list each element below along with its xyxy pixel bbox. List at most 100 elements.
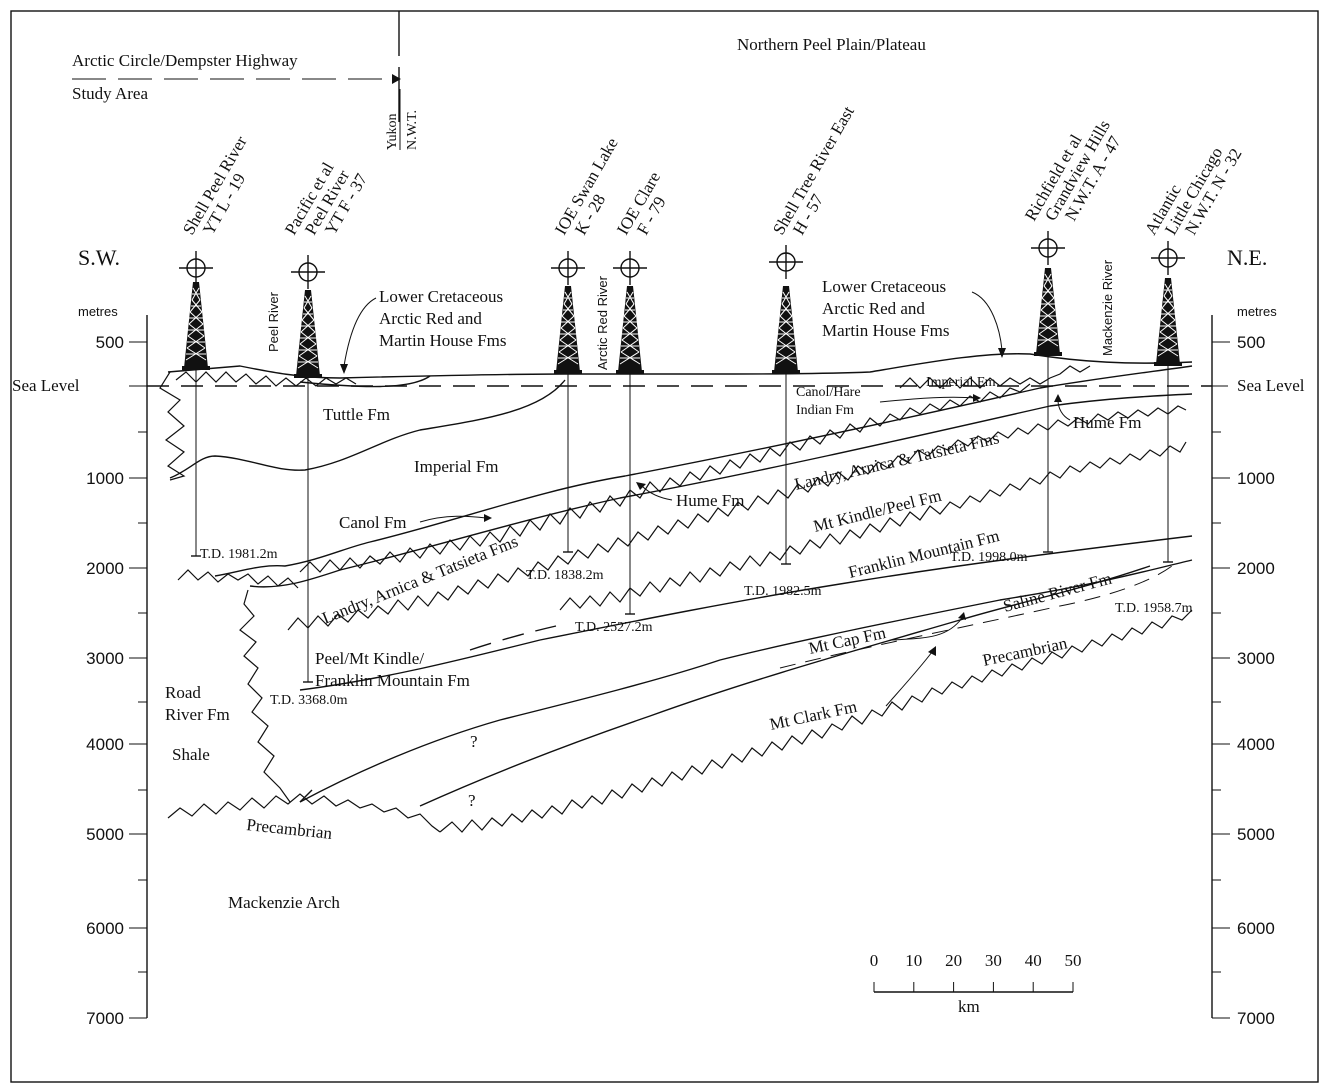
axis-tick-left: 500 <box>96 333 124 352</box>
hume-label: Hume Fm <box>636 482 744 510</box>
drilling-rig-icon <box>553 285 583 375</box>
svg-text:Arctic Red and: Arctic Red and <box>822 299 925 318</box>
well-symbol-icon <box>1150 240 1186 276</box>
axis-tick-right: 500 <box>1237 333 1265 352</box>
svg-text:Lower Cretaceous: Lower Cretaceous <box>822 277 946 296</box>
well-total-depth: T.D. 1958.7m <box>1115 601 1193 616</box>
drilling-rig-icon <box>293 289 323 379</box>
mt-cap-label: Mt Cap Fm <box>807 612 966 658</box>
scale-tick-label: 20 <box>945 951 962 970</box>
imperial-label: Imperial Fm <box>414 457 499 476</box>
canol-hare-label: Canol/Hare Indian Fm <box>796 385 981 418</box>
imperial-ne-label: Imperial Fm <box>926 375 996 390</box>
axis-tick-left: 7000 <box>86 1009 124 1028</box>
river-arctic-red-label: Arctic Red River <box>595 275 610 370</box>
lower-cretaceous-ne-label: Lower Cretaceous Arctic Red and Martin H… <box>822 277 1006 358</box>
svg-text:Indian Fm: Indian Fm <box>796 403 854 418</box>
svg-text:Canol/Hare: Canol/Hare <box>796 385 861 400</box>
sea-level-label-left: Sea Level <box>12 376 80 395</box>
precambrian-ne-label: Precambrian <box>981 633 1069 670</box>
well-symbol-icon <box>768 244 804 280</box>
drilling-rig-icon <box>1033 267 1063 357</box>
well-total-depth: T.D. 1982.5m <box>744 584 822 599</box>
axis-tick-right: 7000 <box>1237 1009 1275 1028</box>
right-depth-axis: metres Sea Level 50010002000300040005000… <box>1211 304 1305 1028</box>
well-symbol-icon <box>550 250 586 286</box>
svg-text:Mt Clark Fm: Mt Clark Fm <box>768 697 859 734</box>
svg-text:Hume Fm: Hume Fm <box>676 491 744 510</box>
axis-tick-right: 3000 <box>1237 649 1275 668</box>
svg-text:Peel/Mt Kindle/: Peel/Mt Kindle/ <box>315 649 424 668</box>
precambrian-sw-label: Precambrian <box>246 815 334 843</box>
scale-tick-label: 30 <box>985 951 1002 970</box>
left-depth-axis: metres Sea Level 500 1000 2000 3000 4000 5000… <box>12 304 148 1028</box>
axis-tick-right: 5000 <box>1237 825 1275 844</box>
svg-text:River Fm: River Fm <box>165 705 230 724</box>
svg-text:metres: metres <box>1237 304 1277 319</box>
axis-tick-left: 2000 <box>86 559 124 578</box>
route-arrow-icon <box>392 74 401 84</box>
road-river-label: Road River Fm <box>165 683 230 724</box>
axis-tick-right: 6000 <box>1237 919 1275 938</box>
river-peel-label: Peel River <box>266 291 281 352</box>
canol-label: Canol Fm <box>339 513 492 532</box>
axis-tick-left: 3000 <box>86 649 124 668</box>
unknown-label-2: ? <box>468 791 476 810</box>
svg-text:Martin House Fms: Martin House Fms <box>379 331 507 350</box>
svg-text:km: km <box>958 997 980 1016</box>
hume-ne-label: Hume Fm <box>1054 394 1141 432</box>
mackenzie-arch-label: Mackenzie Arch <box>228 893 340 912</box>
shale-label: Shale <box>172 745 210 764</box>
border-nwt: N.W.T. <box>405 110 420 150</box>
mt-clark-label: Mt Clark Fm <box>768 646 936 734</box>
drilling-rig-icon <box>615 285 645 375</box>
svg-text:metres: metres <box>78 304 118 319</box>
peel-mt-kindle-label: Peel/Mt Kindle/ Franklin Mountain Fm <box>315 649 470 690</box>
axis-tick-right: 2000 <box>1237 559 1275 578</box>
axis-tick-left: 5000 <box>86 825 124 844</box>
orientation-sw: S.W. <box>78 245 120 270</box>
drilling-rig-icon <box>771 285 801 375</box>
border-yukon: Yukon <box>385 113 400 150</box>
svg-text:Road: Road <box>165 683 201 702</box>
drilling-rig-icon <box>1153 277 1183 367</box>
scale-tick-label: 40 <box>1025 951 1042 970</box>
figure-frame <box>10 10 1319 1083</box>
unknown-label-1: ? <box>470 732 478 751</box>
well-symbol-icon <box>290 254 326 290</box>
river-mackenzie-label: Mackenzie River <box>1100 259 1115 356</box>
well-total-depth: T.D. 1838.2m <box>526 568 604 583</box>
well-total-depth: T.D. 1981.2m <box>200 547 278 562</box>
axis-tick-left: 4000 <box>86 735 124 754</box>
axis-tick-left: 6000 <box>86 919 124 938</box>
lower-cretaceous-sw-label: Lower Cretaceous Arctic Red and Martin H… <box>340 287 507 374</box>
well-total-depth: T.D. 3368.0m <box>270 693 348 708</box>
svg-text:Arctic Red and: Arctic Red and <box>379 309 482 328</box>
drilling-rig-icon <box>181 281 211 371</box>
well-total-depth: T.D. 2527.2m <box>575 620 653 635</box>
scale-tick-label: 0 <box>870 951 879 970</box>
region-title: Northern Peel Plain/Plateau <box>737 35 926 54</box>
well-symbol-icon <box>1030 230 1066 266</box>
landry-sw-label: Landry, Arnica & Tatsieta Fms <box>319 532 520 628</box>
svg-text:Franklin Mountain Fm: Franklin Mountain Fm <box>315 671 470 690</box>
scale-tick-label: 50 <box>1065 951 1082 970</box>
mt-kindle-peel-label: Mt Kindle/Peel Fm <box>811 486 943 536</box>
well-symbol-icon <box>612 250 648 286</box>
svg-text:Martin House Fms: Martin House Fms <box>822 321 950 340</box>
tuttle-label: Tuttle Fm <box>323 405 390 424</box>
route-label: Arctic Circle/Dempster Highway <box>72 51 298 70</box>
orientation-ne: N.E. <box>1227 245 1267 270</box>
well-total-depth: T.D. 1998.0m <box>950 550 1028 565</box>
axis-tick-right: 1000 <box>1237 469 1275 488</box>
sea-level-label-right: Sea Level <box>1237 376 1305 395</box>
axis-tick-left: 1000 <box>86 469 124 488</box>
